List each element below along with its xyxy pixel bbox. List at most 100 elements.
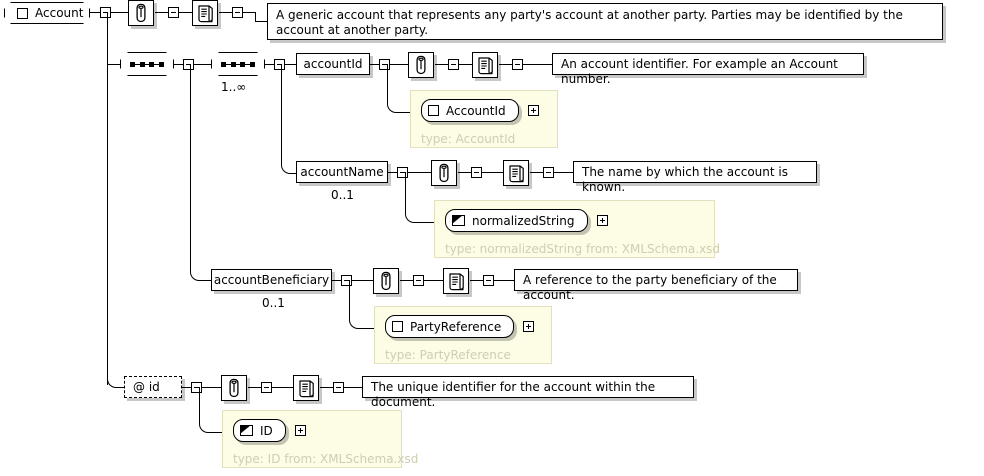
- connector-inner-seq-to-accountname: [281, 64, 298, 174]
- outer-sequence-node[interactable]: [120, 52, 174, 76]
- attribute-id[interactable]: @ id: [124, 376, 182, 398]
- documentation-toggle-accountid[interactable]: [512, 59, 523, 70]
- type-reference-accountbeneficiary-expand[interactable]: [523, 321, 535, 332]
- type-reference-attrid[interactable]: ID: [233, 419, 286, 442]
- documentation-scroll-icon: [477, 56, 493, 74]
- documentation-toggle-accountname[interactable]: [543, 167, 554, 178]
- accountid-type-caption: type: AccountId: [421, 132, 516, 146]
- annotation-toggle-accountid[interactable]: [448, 59, 459, 70]
- connector-attrid-to-toggle: [182, 387, 191, 388]
- attrid-documentation-box: The unique identifier for the account wi…: [362, 376, 694, 409]
- connector-accountid-to-toggle: [370, 64, 379, 65]
- connector-beneficiary-annotation-to-toggle: [400, 280, 413, 281]
- type-reference-accountid-label: AccountId: [446, 103, 506, 118]
- paperclip-icon: [439, 163, 449, 183]
- connector-accountname-to-typepanel: [405, 172, 436, 223]
- connector-accountid-to-docbox: [523, 64, 553, 65]
- type-reference-accountname-label: normalizedString: [472, 213, 575, 228]
- connector-accountid-toggle-to-doc: [459, 64, 472, 65]
- root-trunk-line: [107, 12, 108, 385]
- root-element-label: Account: [35, 6, 84, 20]
- inner-sequence-cardinality: 1..∞: [221, 80, 247, 94]
- connector-root-to-attribute-id: [107, 300, 126, 388]
- documentation-box-attrid[interactable]: [293, 375, 319, 401]
- connector-beneficiary-to-typepanel: [349, 280, 376, 329]
- attrid-type-caption: type: ID from: XMLSchema.xsd: [233, 452, 419, 466]
- element-accountbeneficiary[interactable]: accountBeneficiary: [211, 269, 332, 291]
- connector-beneficiary-to-docbox: [494, 280, 515, 281]
- connector-drop-to-docbox: [255, 12, 256, 21]
- type-reference-attrid-expand[interactable]: [294, 425, 306, 436]
- type-reference-accountname-expand[interactable]: [596, 215, 608, 226]
- connector-outer-seq-to-beneficiary: [190, 64, 213, 281]
- connector-inner-seq-to-toggle: [265, 64, 274, 65]
- root-element-account[interactable]: Account: [4, 2, 90, 24]
- documentation-box-accountid[interactable]: [472, 52, 498, 78]
- paperclip-icon: [381, 271, 391, 291]
- root-collapse-toggle[interactable]: [100, 7, 111, 18]
- annotation-paperclip-box-accountid[interactable]: [408, 52, 434, 78]
- complex-type-square-icon: [392, 321, 403, 332]
- connector-accountid-to-typepanel: [387, 64, 412, 113]
- sequence-icon: [221, 64, 255, 65]
- accountid-type-panel: AccountId type: AccountId: [410, 90, 558, 148]
- connector-toggle3-to-docbox: [243, 12, 255, 13]
- connector-attrid-to-docbox: [344, 387, 363, 388]
- connector-accountid-toggle-to-annotation: [390, 64, 408, 65]
- documentation-toggle-accountbeneficiary[interactable]: [483, 275, 494, 286]
- annotation-collapse-toggle-root[interactable]: [168, 7, 179, 18]
- annotation-paperclip-box-accountname[interactable]: [431, 160, 457, 186]
- type-reference-accountbeneficiary-label: PartyReference: [410, 319, 502, 334]
- connector-attrid-toggle-to-doc: [272, 387, 293, 388]
- accountbeneficiary-type-caption: type: PartyReference: [385, 348, 511, 362]
- annotation-toggle-accountbeneficiary[interactable]: [413, 275, 424, 286]
- connector-trunk-to-outer-sequence: [107, 64, 120, 65]
- element-accountbeneficiary-label: accountBeneficiary: [213, 273, 330, 287]
- element-accountname-cardinality: 0..1: [331, 188, 354, 202]
- type-reference-accountname[interactable]: normalizedString: [445, 209, 588, 232]
- documentation-box-root[interactable]: [192, 0, 218, 26]
- element-accountbeneficiary-cardinality: 0..1: [262, 296, 285, 310]
- attrid-documentation-text: The unique identifier for the account wi…: [371, 380, 656, 409]
- accountname-type-caption: type: normalizedString from: XMLSchema.x…: [445, 242, 721, 256]
- connector-annotation-to-toggle2: [155, 12, 168, 13]
- connector-toggle-to-annotation: [111, 12, 128, 13]
- documentation-toggle-attrid[interactable]: [333, 382, 344, 393]
- type-reference-accountbeneficiary[interactable]: PartyReference: [385, 315, 515, 338]
- documentation-box-accountname[interactable]: [503, 160, 529, 186]
- root-documentation-text: A generic account that represents any pa…: [276, 8, 903, 37]
- accountname-type-panel: normalizedString type: normalizedString …: [434, 200, 721, 258]
- connector-beneficiary-doc-to-toggle: [470, 280, 483, 281]
- element-accountname[interactable]: accountName: [296, 161, 388, 183]
- attrid-type-panel: ID type: ID from: XMLSchema.xsd: [222, 410, 419, 468]
- element-accountname-label: accountName: [300, 165, 384, 179]
- connector-beneficiary-to-toggle: [332, 280, 341, 281]
- connector-accountname-annotation-to-toggle: [458, 172, 471, 173]
- connector-accountname-to-toggle: [388, 172, 397, 173]
- connector-accountname-toggle-to-annotation: [408, 172, 431, 173]
- connector-root-to-toggle: [90, 12, 100, 13]
- connector-attrid-annotation-to-toggle: [248, 387, 261, 388]
- annotation-paperclip-box-attrid[interactable]: [221, 375, 247, 401]
- annotation-toggle-accountname[interactable]: [471, 167, 482, 178]
- documentation-box-accountbeneficiary[interactable]: [443, 268, 469, 294]
- paperclip-icon: [136, 3, 146, 23]
- annotation-paperclip-box-accountbeneficiary[interactable]: [373, 268, 399, 294]
- documentation-collapse-toggle-root[interactable]: [232, 7, 243, 18]
- inner-sequence-node[interactable]: [211, 52, 265, 76]
- accountid-documentation-text: An account identifier. For example an Ac…: [561, 57, 838, 86]
- type-reference-accountid[interactable]: AccountId: [421, 99, 519, 122]
- attribute-id-label: @ id: [133, 380, 160, 394]
- connector-accountname-toggle-to-doc: [482, 172, 503, 173]
- simple-type-icon: [240, 425, 253, 436]
- annotation-paperclip-box-root[interactable]: [128, 0, 154, 26]
- connector-toggle2-to-doc: [179, 12, 192, 13]
- type-reference-accountid-expand[interactable]: [527, 105, 539, 116]
- accountbeneficiary-type-panel: PartyReference type: PartyReference: [374, 306, 552, 364]
- element-accountid[interactable]: accountId: [296, 53, 370, 75]
- documentation-scroll-icon: [197, 4, 213, 22]
- complex-type-square-icon: [428, 105, 439, 116]
- annotation-toggle-attrid[interactable]: [261, 382, 272, 393]
- accountname-documentation-box: The name by which the account is known.: [573, 161, 817, 194]
